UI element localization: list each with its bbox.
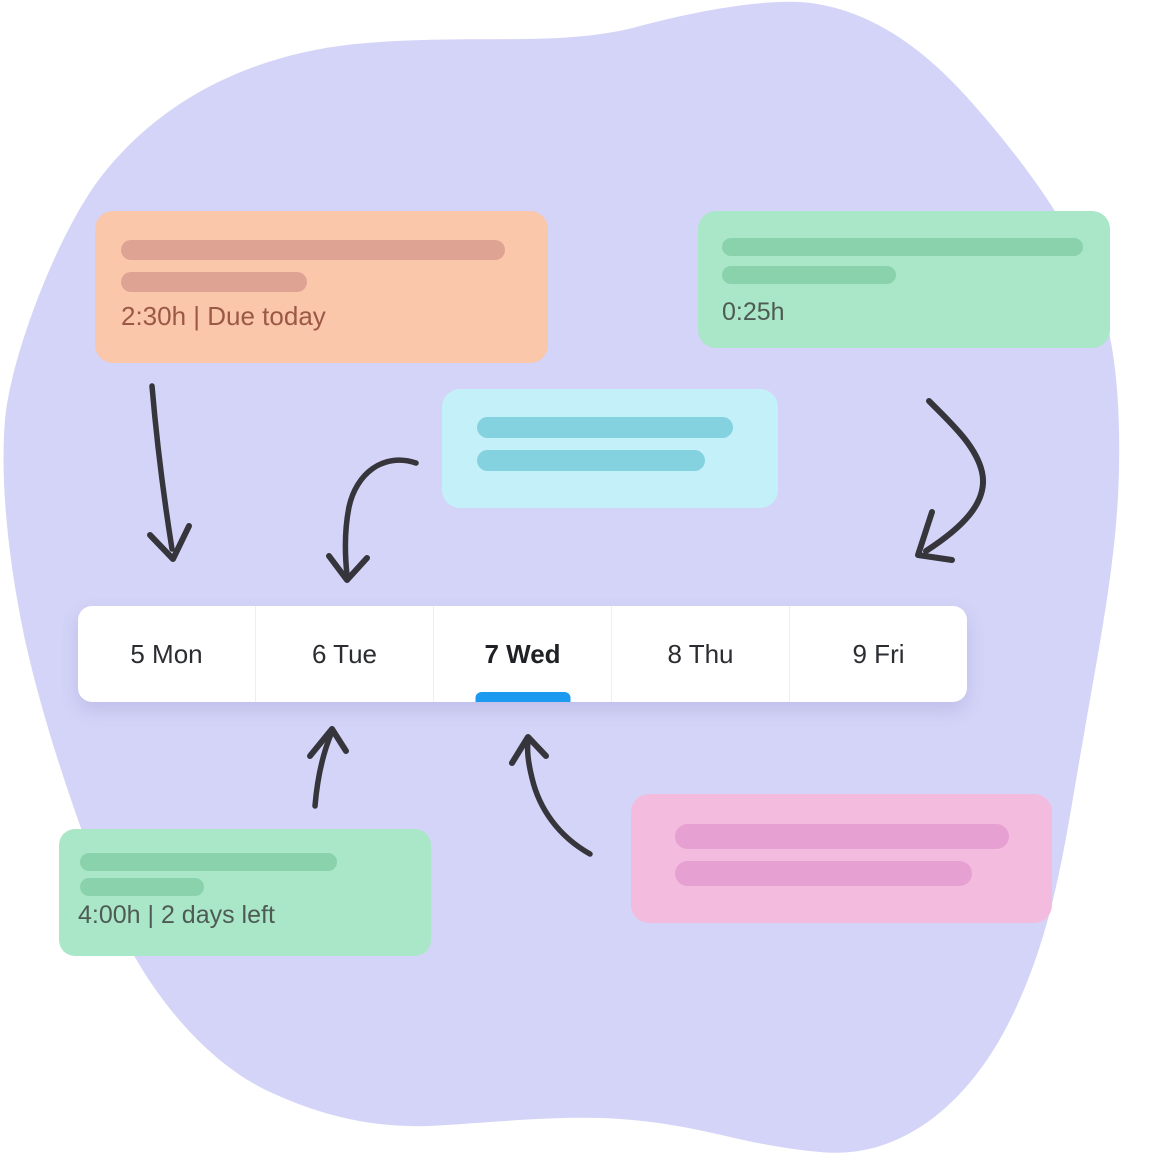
task-time-text: 0:25h: [722, 298, 785, 326]
placeholder-text-line: [722, 238, 1083, 256]
week-day-strip: 5 Mon 6 Tue 7 Wed 8 Thu 9 Fri: [78, 606, 967, 702]
placeholder-text-line: [477, 417, 733, 438]
day-cell-thu[interactable]: 8 Thu: [611, 606, 789, 702]
task-time-due-text: 2:30h | Due today: [121, 301, 326, 331]
placeholder-text-line: [121, 272, 307, 292]
placeholder-text-line: [80, 878, 204, 896]
task-time-due-text: 4:00h | 2 days left: [78, 901, 275, 929]
day-label: 8 Thu: [667, 638, 734, 669]
day-cell-tue[interactable]: 6 Tue: [255, 606, 433, 702]
placeholder-text-line: [477, 450, 705, 471]
day-cell-fri[interactable]: 9 Fri: [789, 606, 967, 702]
placeholder-text-line: [675, 861, 972, 886]
selected-day-indicator: [475, 692, 570, 702]
day-cell-mon[interactable]: 5 Mon: [78, 606, 255, 702]
arrow-orange-card-to-mon-icon: [147, 383, 192, 562]
placeholder-text-line: [722, 266, 896, 284]
task-card-pink[interactable]: [631, 794, 1052, 923]
placeholder-text-line: [121, 240, 505, 260]
task-card-cyan[interactable]: [442, 389, 778, 508]
task-card-green-top[interactable]: 0:25h: [698, 211, 1110, 348]
day-label: 7 Wed: [484, 638, 561, 669]
arrow-green-top-card-to-fri-icon: [915, 398, 987, 563]
day-label: 5 Mon: [130, 638, 203, 669]
arrow-pink-card-to-wed-icon: [509, 734, 593, 857]
placeholder-text-line: [675, 824, 1009, 849]
arrow-cyan-card-to-tue-icon: [326, 457, 419, 583]
arrow-green-bottom-card-to-tue-icon: [307, 726, 349, 809]
day-label: 6 Tue: [311, 638, 378, 669]
day-label: 9 Fri: [852, 638, 905, 669]
placeholder-text-line: [80, 853, 337, 871]
task-card-orange[interactable]: 2:30h | Due today: [95, 211, 548, 363]
task-card-green-bottom[interactable]: 4:00h | 2 days left: [59, 829, 431, 956]
day-cell-wed[interactable]: 7 Wed: [433, 606, 611, 702]
